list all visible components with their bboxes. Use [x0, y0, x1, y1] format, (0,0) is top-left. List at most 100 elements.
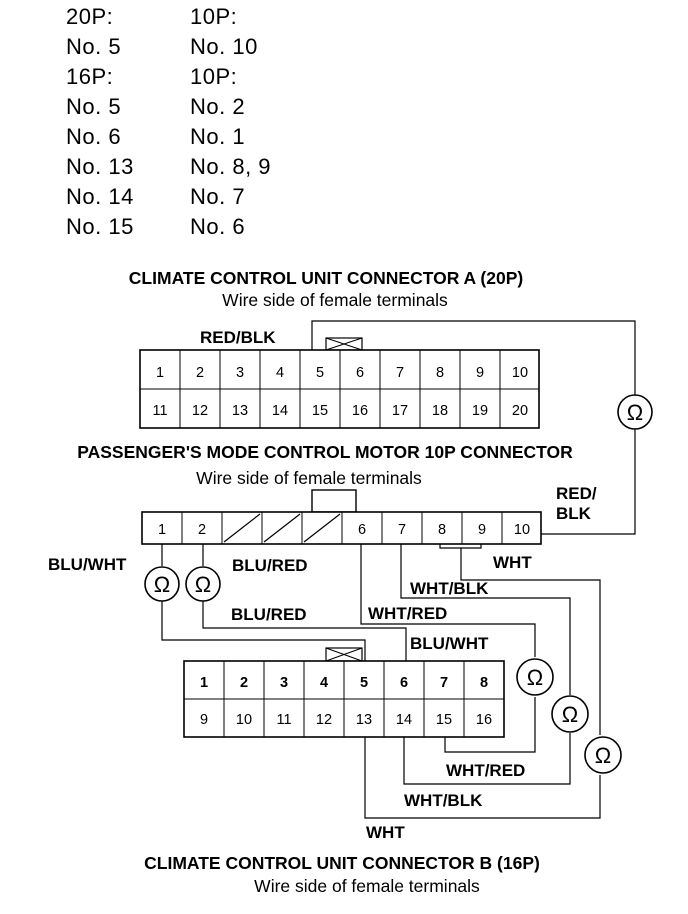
- wire-label-wht-red-motor: WHT/RED: [368, 604, 447, 623]
- a-pin-9: 9: [476, 365, 484, 381]
- wire-label-blu-red-upper: BLU/RED: [232, 556, 308, 575]
- wire-label-red-blk-a: RED/BLK: [200, 328, 276, 347]
- table-left-2: 16P:: [66, 64, 113, 89]
- ohm-icon: Ω: [562, 702, 578, 727]
- table-right-3: No. 2: [190, 94, 245, 119]
- b-pin-14: 14: [396, 712, 412, 728]
- table-left-4: No. 6: [66, 124, 121, 149]
- table-right-1: No. 10: [190, 34, 258, 59]
- b-pin-7: 7: [440, 675, 448, 691]
- b-pin-13: 13: [356, 712, 372, 728]
- wire-ohm-to-b15: [444, 697, 536, 753]
- motor-title: PASSENGER'S MODE CONTROL MOTOR 10P CONNE…: [77, 442, 573, 462]
- wire-ohm-to-motor10: [538, 428, 636, 535]
- motor-pin-9: 9: [478, 522, 486, 538]
- wire-label-wht-motor: WHT: [493, 553, 532, 572]
- b-pin-4: 4: [320, 675, 328, 691]
- wire-label-blu-wht-b: BLU/WHT: [410, 634, 489, 653]
- a-pin-18: 18: [432, 403, 448, 419]
- ohmmeter-6: Ω: [584, 736, 622, 774]
- wire-label-wht-red-b: WHT/RED: [446, 761, 525, 780]
- wire-motor7-to-ohm: [400, 543, 571, 695]
- a-pin-7: 7: [396, 365, 404, 381]
- wire-a5-to-motor10: [311, 320, 636, 396]
- connector-a: 1 2 3 4 5 6 7 8 9 10 11 12 13 14 15 16 1…: [139, 337, 540, 429]
- motor-pin-10: 10: [514, 522, 530, 538]
- b-pin-10: 10: [236, 712, 252, 728]
- motor-dividers: [181, 512, 503, 544]
- b-pin-1: 1: [200, 675, 208, 691]
- wire-label-wht-blk-b: WHT/BLK: [404, 791, 483, 810]
- b-pin-2: 2: [240, 675, 248, 691]
- ohm-icon: Ω: [195, 572, 211, 597]
- connector-b-latch-x: [325, 647, 363, 662]
- motor-pin-6: 6: [358, 522, 366, 538]
- wire-ohm-to-b14: [403, 733, 571, 785]
- connector-b: 1 2 3 4 5 6 7 8 9 10 11 12 13 14 15 16: [183, 647, 505, 738]
- wire-label-red-slash: RED/: [556, 484, 597, 503]
- ohmmeter-1: Ω: [617, 394, 653, 430]
- wire-label-blu-wht-left: BLU/WHT: [48, 555, 127, 574]
- motor-pin-2: 2: [198, 522, 206, 538]
- ohmmeter-3: Ω: [185, 566, 221, 602]
- b-pin-3: 3: [280, 675, 288, 691]
- wire-motor89-to-ohm: [460, 548, 601, 735]
- ohmmeter-5: Ω: [551, 695, 589, 733]
- ohmmeter-4: Ω: [516, 658, 554, 696]
- wire-label-wht-b: WHT: [366, 823, 405, 842]
- a-pin-19: 19: [472, 403, 488, 419]
- ohm-icon: Ω: [527, 665, 543, 690]
- connector-a-dividers: [179, 350, 501, 428]
- a-pin-14: 14: [272, 403, 288, 419]
- ohm-icon: Ω: [595, 743, 611, 768]
- b-pin-11: 11: [276, 712, 291, 728]
- motor-connector: 1 2 6 7 8 9 10: [141, 489, 542, 545]
- a-pin-8: 8: [436, 365, 444, 381]
- a-pin-1: 1: [156, 365, 164, 381]
- table-left-1: No. 5: [66, 34, 121, 59]
- table-left-6: No. 14: [66, 184, 134, 209]
- wiring-lines: [161, 320, 636, 819]
- b-pin-15: 15: [436, 712, 452, 728]
- motor-pin-8: 8: [438, 522, 446, 538]
- wire-ohm-to-b13: [364, 735, 601, 819]
- b-pin-6: 6: [400, 675, 408, 691]
- motor-pin-1: 1: [158, 522, 166, 538]
- wire-label-blu-red-lower: BLU/RED: [231, 605, 307, 624]
- terminal-table: 20P: 10P: No. 5 No. 10 16P: 10P: No. 5 N…: [66, 4, 271, 239]
- a-pin-2: 2: [196, 365, 204, 381]
- connector-a-latch-x: [325, 337, 363, 351]
- wire-motor2-to-b6: [202, 600, 407, 665]
- b-pin-5: 5: [360, 675, 368, 691]
- connector-b-subtitle: Wire side of female terminals: [254, 876, 480, 896]
- table-right-4: No. 1: [190, 124, 245, 149]
- ohm-icon: Ω: [154, 572, 170, 597]
- table-left-3: No. 5: [66, 94, 121, 119]
- table-right-7: No. 6: [190, 214, 245, 239]
- wire-motor1-to-b5: [161, 600, 366, 665]
- a-pin-4: 4: [276, 365, 284, 381]
- b-pin-8: 8: [480, 675, 488, 691]
- wire-label-blk: BLK: [556, 504, 592, 523]
- motor-latch: [311, 489, 357, 513]
- a-pin-12: 12: [192, 403, 208, 419]
- b-pin-12: 12: [316, 712, 332, 728]
- a-pin-20: 20: [512, 403, 528, 419]
- a-pin-13: 13: [232, 403, 248, 419]
- b-pin-16: 16: [476, 712, 492, 728]
- wire-motor6-to-ohm: [360, 543, 536, 657]
- a-pin-10: 10: [512, 365, 528, 381]
- table-right-6: No. 7: [190, 184, 245, 209]
- a-pin-15: 15: [312, 403, 328, 419]
- a-pin-16: 16: [352, 403, 368, 419]
- a-pin-5: 5: [316, 365, 324, 381]
- ohmmeter-2: Ω: [144, 566, 180, 602]
- table-left-7: No. 15: [66, 214, 134, 239]
- motor-pin-7: 7: [398, 522, 406, 538]
- a-pin-6: 6: [356, 365, 364, 381]
- motor-subtitle: Wire side of female terminals: [196, 468, 422, 488]
- b-pin-9: 9: [200, 712, 208, 728]
- connector-a-title: CLIMATE CONTROL UNIT CONNECTOR A (20P): [129, 268, 523, 288]
- table-right-0: 10P:: [190, 4, 237, 29]
